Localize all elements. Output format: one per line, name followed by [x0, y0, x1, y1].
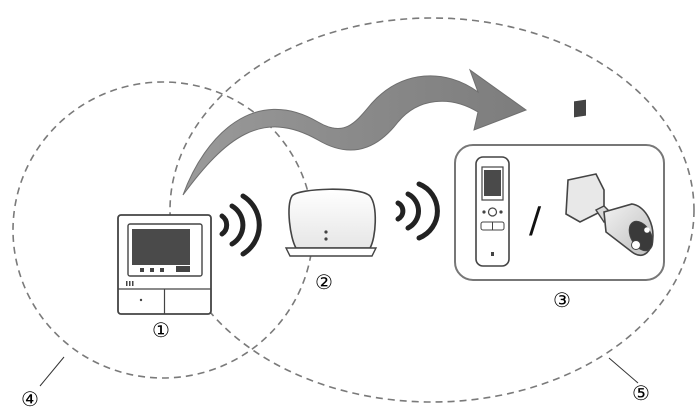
monitor-label: ① [152, 318, 170, 342]
wireless-signal-icon [395, 181, 440, 241]
devices-label: ③ [553, 288, 571, 312]
repeater-range-circle [169, 17, 695, 403]
monitor-range-leader [39, 356, 65, 387]
repeater-range-label: ⑤ [632, 381, 650, 405]
wireless-repeater-icon [284, 188, 378, 257]
device-separator: / [529, 200, 542, 241]
wireless-signal-icon [219, 193, 262, 257]
monitor-range-label: ④ [21, 387, 39, 411]
wireless-handset-icon [475, 156, 510, 267]
repeater-label: ② [315, 270, 333, 294]
indoor-monitor-icon [117, 214, 212, 315]
repeater-range-leader [608, 357, 639, 384]
wireless-camera-icon [565, 99, 654, 257]
range-extension-arrow-icon [182, 68, 528, 196]
